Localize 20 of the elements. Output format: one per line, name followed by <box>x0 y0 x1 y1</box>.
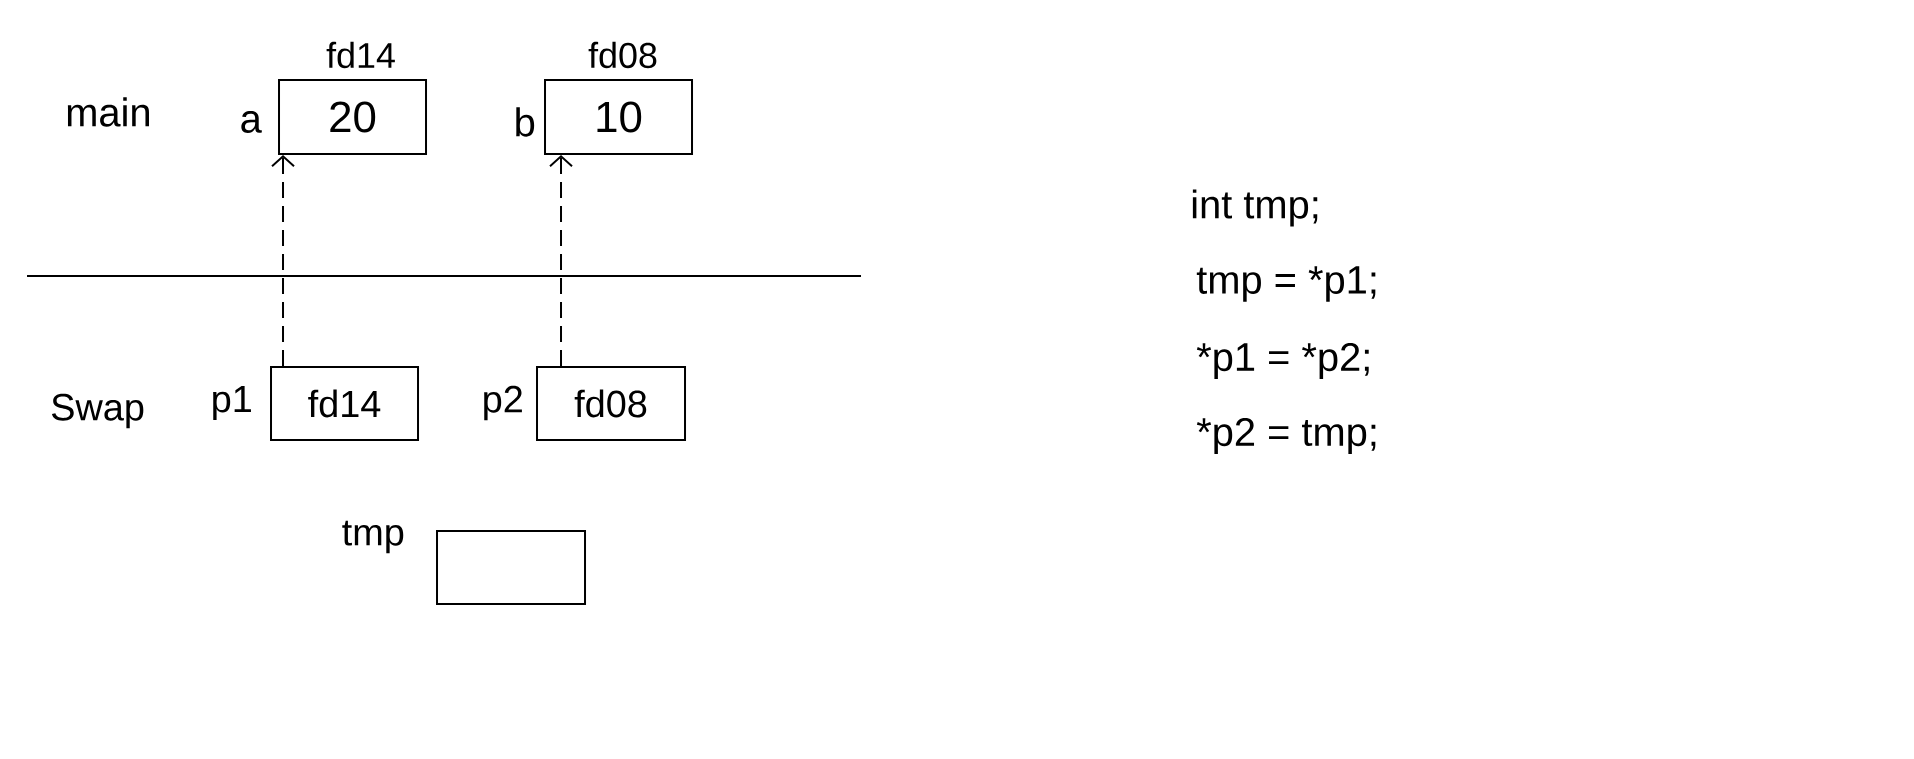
arrow <box>549 155 573 367</box>
code-line: *p1 = *p2; <box>1196 342 1369 380</box>
memory-box: fd14 <box>270 366 419 441</box>
variable-label: a <box>241 111 262 133</box>
variable-label: fd08 <box>588 41 657 69</box>
code-line: tmp = *p1; <box>1196 266 1376 302</box>
variable-label: tmp <box>342 520 404 554</box>
memory-box: 20 <box>278 79 427 155</box>
frame-label: Swap <box>51 393 144 429</box>
variable-label: fd14 <box>326 41 395 69</box>
variable-label: p2 <box>484 385 522 421</box>
memory-box: 10 <box>544 79 693 155</box>
code-line: int tmp; <box>1192 189 1318 227</box>
variable-label: p1 <box>213 386 251 420</box>
memory-box: fd08 <box>536 366 686 441</box>
code-line: *p2 = tmp; <box>1196 417 1376 455</box>
memory-box <box>436 530 586 605</box>
variable-label: b <box>516 107 535 137</box>
frame-label: main <box>67 97 149 127</box>
arrow <box>271 155 295 367</box>
